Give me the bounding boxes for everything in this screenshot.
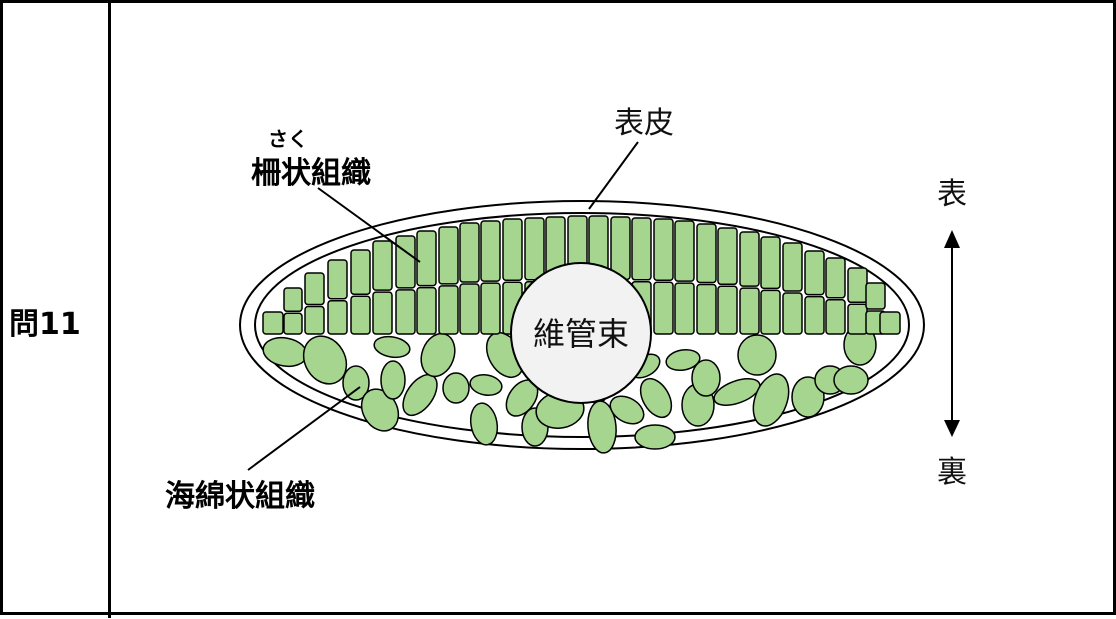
palisade-cell [304, 272, 325, 306]
palisade-cell [350, 295, 371, 335]
palisade-cell [782, 242, 803, 292]
question-number: 問11 [9, 307, 81, 342]
palisade-cell [760, 236, 781, 290]
palisade-cell [283, 287, 303, 313]
spongy-cell [791, 376, 825, 418]
palisade-cell [847, 303, 868, 335]
palisade-cell [825, 299, 846, 335]
spongy-tissue-cells [262, 324, 877, 454]
palisade-cell [739, 231, 760, 287]
palisade-cell [416, 230, 437, 287]
palisade-cell [480, 282, 501, 335]
palisade-cell [804, 295, 825, 335]
palisade-cell [653, 281, 674, 335]
lower-side-label: 裏 [937, 455, 967, 490]
question-number-column: 問11 [3, 3, 111, 618]
palisade-cell [825, 257, 846, 299]
palisade-cell [760, 289, 781, 335]
vascular-bundle-label: 維管束 [533, 315, 629, 353]
spongy-cell [373, 335, 411, 359]
spongy-cell [360, 388, 400, 432]
palisade-cell [395, 289, 416, 335]
palisade-cell [804, 250, 825, 296]
palisade-cell [438, 285, 459, 335]
palisade-cell [372, 291, 393, 335]
leaf-cross-section-diagram: 維管束 表皮 さく 柵状組織 海綿状組織 表 裏 [108, 0, 1116, 615]
palisade-cell [283, 312, 303, 335]
palisade-cell [395, 235, 416, 289]
epidermis-label: 表皮 [614, 106, 674, 141]
epidermis-leader-line [588, 141, 639, 210]
spongy-cell [752, 373, 790, 427]
palisade-cell [304, 305, 325, 335]
spongy-cell [342, 365, 370, 401]
palisade-cell [459, 283, 480, 335]
palisade-cell [717, 285, 738, 335]
palisade-cell [438, 226, 459, 285]
spongy-leader-line [247, 386, 361, 471]
palisade-cell [327, 299, 348, 335]
palisade-cell [372, 240, 393, 291]
spongy-cell [691, 359, 721, 397]
palisade-cell [327, 259, 348, 300]
spongy-cell [469, 402, 499, 446]
arrow-down-head [944, 420, 960, 437]
palisade-cell [674, 282, 695, 335]
spongy-cell [737, 334, 777, 376]
palisade-cell [350, 249, 371, 295]
palisade-cell [459, 222, 480, 283]
spongy-label: 海綿状組織 [165, 479, 315, 514]
palisade-cell [847, 267, 868, 304]
palisade-cell [879, 311, 901, 335]
arrow-up-head [944, 230, 960, 248]
spongy-cell [302, 335, 348, 385]
spongy-cell [469, 374, 503, 396]
palisade-cell [416, 286, 437, 335]
palisade-cell [717, 227, 738, 286]
palisade-leader-line [317, 187, 421, 263]
palisade-label: 柵状組織 [251, 156, 371, 191]
palisade-cell [480, 220, 501, 282]
spongy-cell [634, 424, 676, 450]
palisade-cell [865, 282, 886, 310]
upper-side-label: 表 [937, 177, 967, 212]
spongy-cell [639, 377, 673, 419]
spongy-cell [713, 378, 761, 406]
palisade-cell [739, 287, 760, 335]
palisade-cell [524, 217, 545, 281]
spongy-cell [609, 395, 645, 425]
palisade-cell [696, 283, 717, 335]
spongy-cell [442, 372, 470, 404]
palisade-cell [653, 218, 674, 281]
palisade-cell [262, 311, 284, 335]
palisade-cell [674, 220, 695, 282]
palisade-cell [502, 218, 523, 281]
palisade-cell [610, 216, 631, 281]
palisade-cell [782, 292, 803, 335]
palisade-cell [631, 217, 652, 281]
leaf-cross-section-svg: 維管束 表皮 さく 柵状組織 海綿状組織 表 裏 [165, 106, 967, 514]
spongy-cell [833, 365, 869, 395]
spongy-cell [665, 348, 701, 372]
palisade-ruby-label: さく [268, 127, 308, 151]
palisade-cell [696, 223, 717, 284]
vascular-bundle [510, 262, 652, 404]
spongy-cell [380, 360, 406, 400]
